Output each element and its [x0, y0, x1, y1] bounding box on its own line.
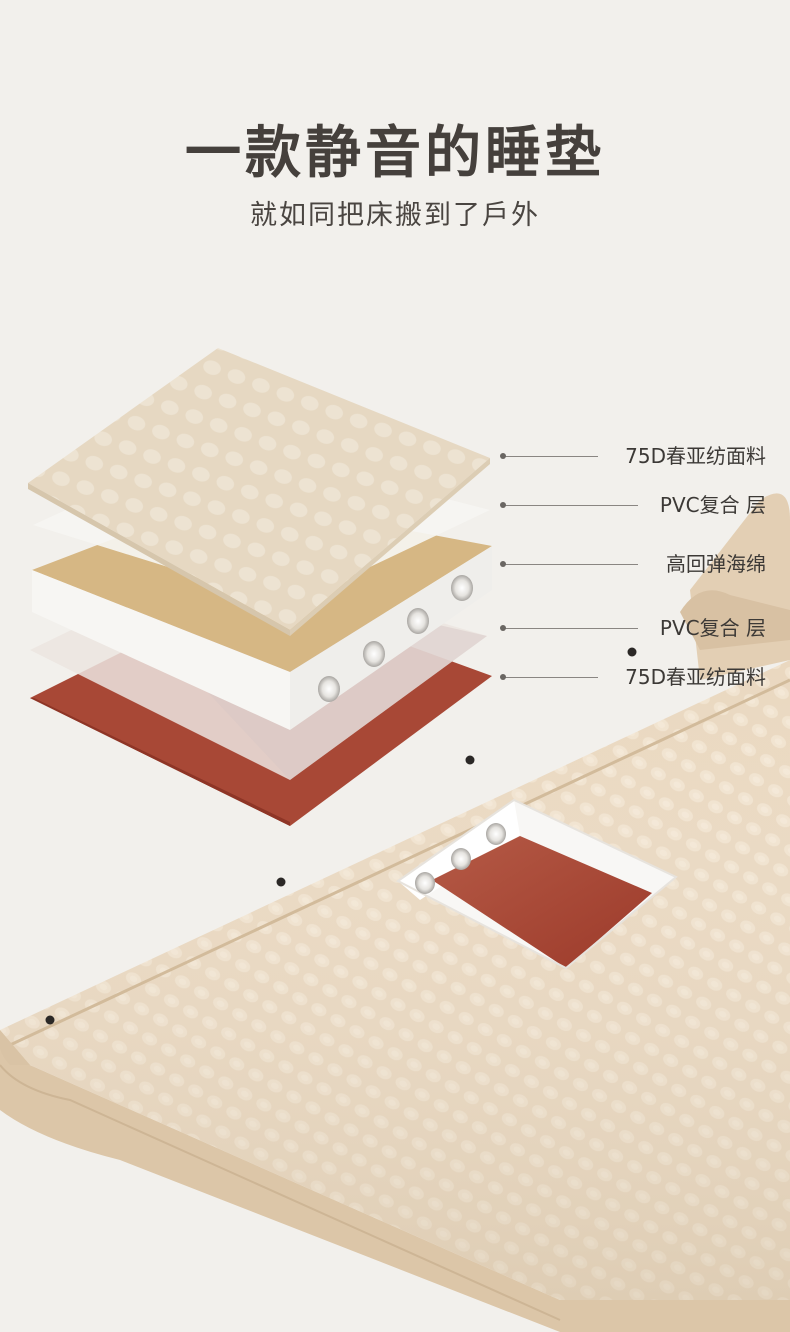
cutaway-window	[396, 798, 678, 970]
air-channel	[415, 872, 435, 894]
callout-line	[500, 561, 638, 567]
layer-label-bottom-fabric: 75D春亚纺面料	[625, 665, 766, 689]
sponge-hole	[318, 676, 340, 702]
layer-top-fabric	[28, 348, 490, 636]
callout-line	[500, 502, 638, 508]
layer-label-sponge: 高回弹海绵	[666, 552, 766, 576]
inflatable-mat	[0, 493, 790, 1332]
layer-stack	[28, 348, 492, 826]
layer-label-top-fabric: 75D春亚纺面料	[625, 444, 766, 468]
page-title: 一款静音的睡垫	[185, 121, 605, 186]
sponge-hole	[363, 641, 385, 667]
layer-label-upper-pvc: PVC复合 层	[659, 493, 766, 517]
layer-label-lower-pvc: PVC复合 层	[659, 616, 766, 640]
rivet	[276, 877, 286, 887]
page-subtitle: 就如同把床搬到了戶外	[250, 200, 540, 231]
mat-pillow	[690, 493, 790, 680]
rivet	[45, 1015, 55, 1025]
air-channel	[486, 823, 506, 845]
sponge-hole	[451, 575, 473, 601]
sponge-hole	[407, 608, 429, 634]
callout-line	[500, 674, 598, 680]
mat-side-edge	[0, 1030, 790, 1332]
air-channel	[451, 848, 471, 870]
callout-line	[500, 625, 638, 631]
rivet	[627, 647, 637, 657]
callout-line	[500, 453, 598, 459]
rivet	[465, 755, 475, 765]
